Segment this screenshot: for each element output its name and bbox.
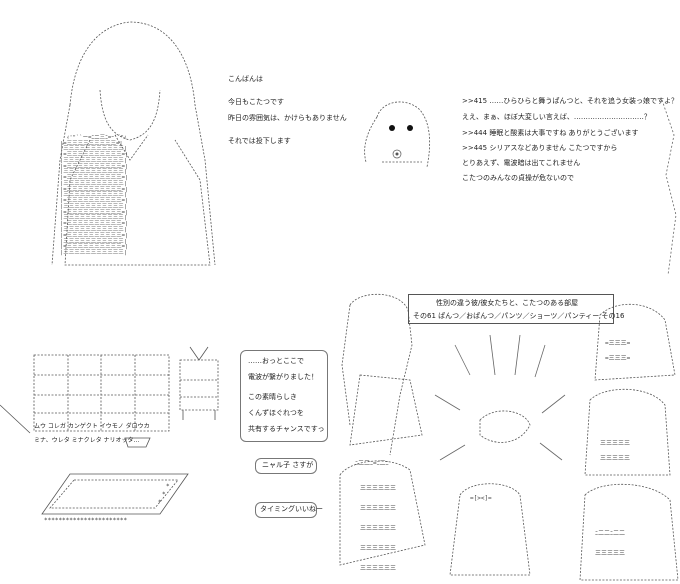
title-box	[408, 294, 614, 324]
svg-text:三三三三三三: 三三三三三三	[360, 485, 396, 492]
speech-nyaruko: ニャル子 さすが	[262, 461, 314, 469]
svg-text:三三三三三三: 三三三三三三	[360, 545, 396, 552]
title-line-2: その61 ぱんつ／おぱんつ／パンツ／ショーツ／パンティー その16	[413, 312, 625, 320]
svg-text:ﾆ二二ﾆ二二: ﾆ二二ﾆ二二	[595, 530, 625, 537]
girl-ascii-fill: ｨ'"``ー=ﾆ二三ﾆ=ｰ´´"ｨ |=三三三三三三三三三=| |三三三三三三三…	[60, 134, 129, 257]
speech-line-4: くんずほぐれつを	[248, 409, 304, 417]
response-ee: ええ、まぁ、ほぼ大変しい言えば、…………………………？	[462, 113, 651, 121]
speech-bubble-main	[240, 350, 328, 442]
svg-text:三三三三三三: 三三三三三三	[360, 525, 396, 532]
greeting-line-4: それでは投下します	[228, 137, 291, 145]
response-toriaezu: とりあえず、電波暗は出てこれません	[462, 159, 581, 167]
svg-text:三三三三三三: 三三三三三三	[360, 505, 396, 512]
greeting-line-3: 昨日の雰囲気は、かけらもありません	[228, 114, 347, 122]
svg-text:三三三三三三: 三三三三三三	[360, 565, 396, 572]
response-445: >>445 シリアスなどありません こたつですから	[462, 144, 618, 152]
svg-text:=三三三=: =三三三=	[605, 340, 631, 347]
right-eye-icon	[407, 125, 413, 131]
ascii-art-girl: ｨ'"``ー=ﾆ二三ﾆ=ｰ´´"ｨ |=三三三三三三三三三=| |三三三三三三三…	[30, 10, 230, 272]
greeting-line-2: 今日もこたつです	[228, 98, 284, 106]
greeting-line-1: こんばんは	[228, 75, 263, 83]
svg-text:三三三三三: 三三三三三	[600, 455, 630, 462]
svg-text:=[><]=: =[><]=	[470, 495, 492, 502]
left-eye-icon	[389, 125, 395, 131]
room-text-line-1: ムウ コレガ カンゲクト イウモノ ダロウカ	[34, 423, 150, 430]
response-415: >>415 ……ひらひらと舞うぱんつと、それを追う女装っ娘ですよ？	[462, 97, 679, 105]
speech-line-5: 共有するチャンスですっ	[248, 425, 325, 433]
ascii-art-right-edge	[660, 95, 680, 280]
speech-bubble-timing	[255, 502, 317, 518]
svg-text:三三三三三: 三三三三三	[595, 550, 625, 557]
svg-text:*: *	[162, 491, 166, 498]
svg-text:*: *	[158, 499, 162, 506]
ascii-art-crowd: ﾆ二二ﾆ=ﾆ二ﾆ 三三三三三三 三三三三三三 三三三三三三 三三三三三三 三三三…	[330, 285, 680, 584]
room-scene	[0, 335, 240, 535]
svg-text:ﾆ二二ﾆ=ﾆ二ﾆ: ﾆ二二ﾆ=ﾆ二ﾆ	[355, 460, 389, 467]
response-444: >>444 睡眠と酸素は大事ですね ありがとうございます	[462, 129, 639, 137]
speech-timing: タイミングいいねー	[260, 505, 323, 513]
room-text-line-2: ミナ、ウレタ ミナクレタ ナリオッタ…	[34, 437, 140, 444]
response-kotatsu: こたつのみんなの貞操が危ないので	[462, 174, 574, 182]
speech-line-3: この素晴らしき	[248, 393, 297, 401]
girl-outline	[51, 21, 216, 266]
speech-bubble-nyaruko	[255, 458, 317, 474]
svg-text:***********************: ***********************	[44, 517, 127, 524]
ascii-art-small-character	[352, 92, 447, 177]
speech-line-1: ……おっとここで	[248, 357, 304, 365]
kotatsu-table: *********************** * * *	[40, 470, 190, 530]
title-line-1: 性別の違う彼/彼女たちと、こたつのある部屋	[436, 299, 579, 307]
speech-line-2: 電波が繋がりました！	[248, 373, 318, 381]
svg-text:三三三三三: 三三三三三	[600, 440, 630, 447]
svg-text:=三三三=: =三三三=	[605, 355, 631, 362]
svg-text:*: *	[166, 483, 170, 490]
